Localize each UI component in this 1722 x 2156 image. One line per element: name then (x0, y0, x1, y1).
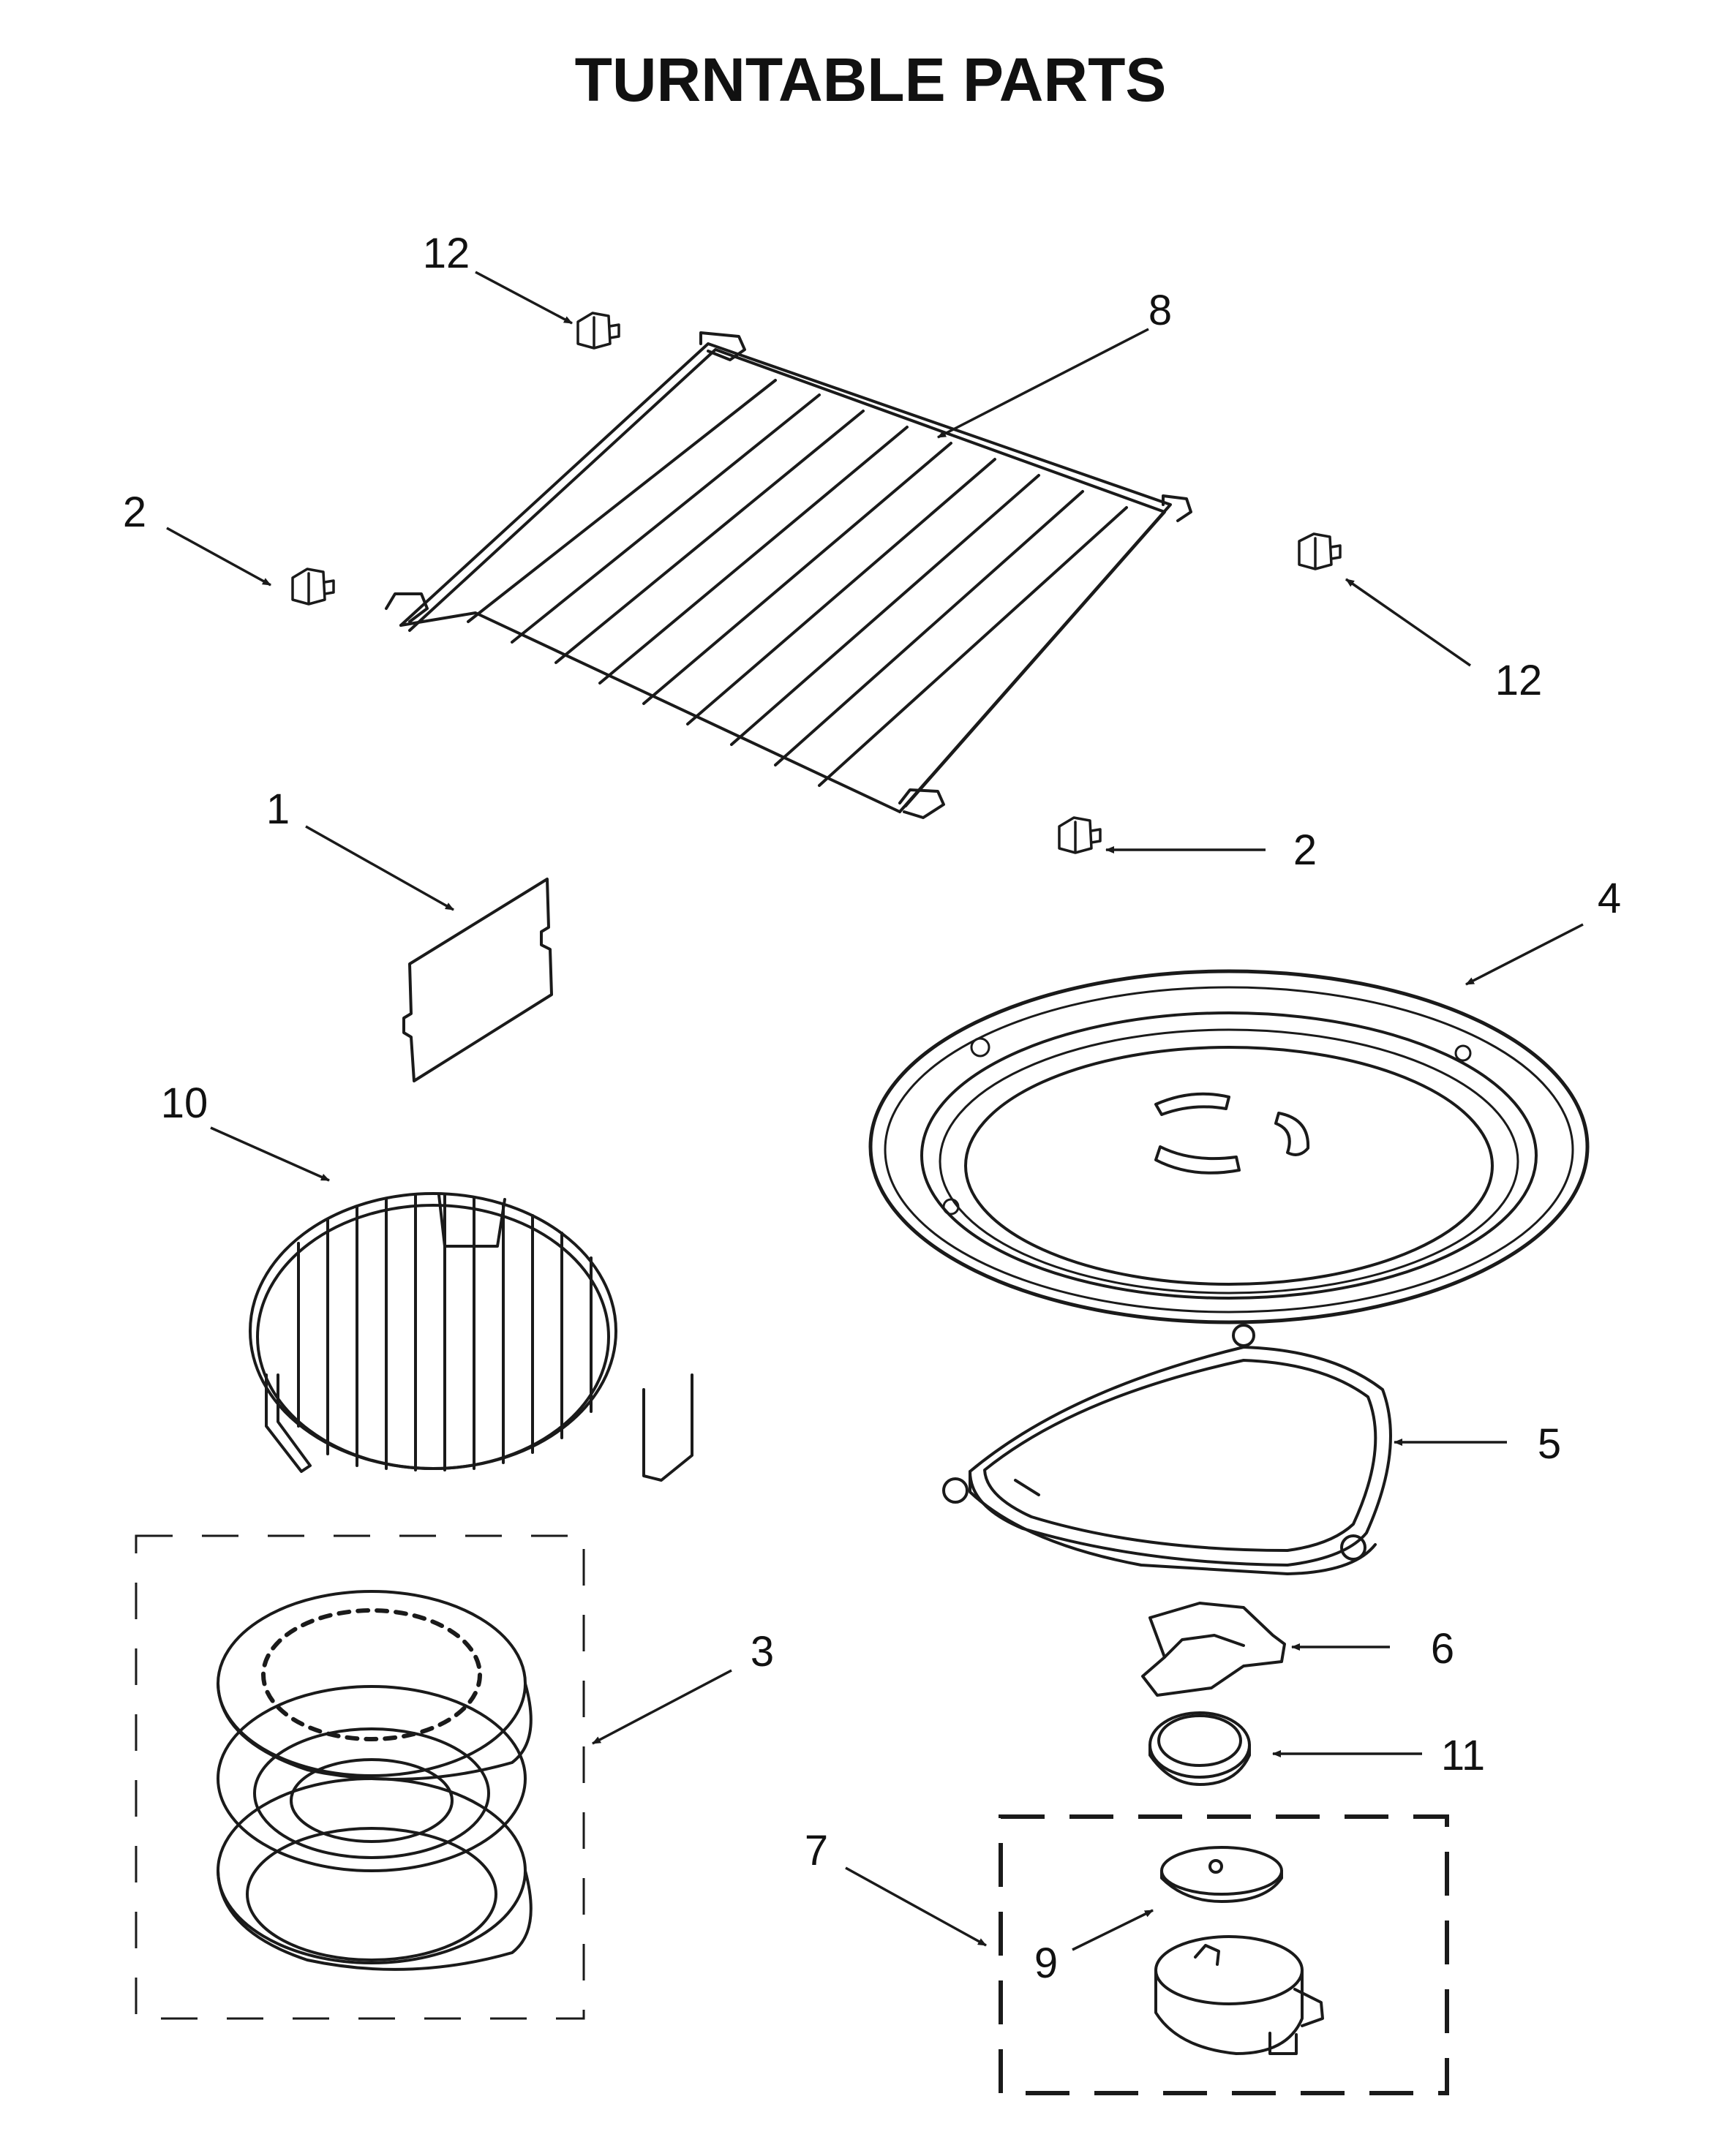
callout-7: 7 (805, 1827, 828, 1874)
callout-10: 10 (161, 1079, 208, 1127)
leader-lines (166, 271, 1584, 1951)
shield-plate-icon (402, 878, 553, 1082)
coupler-icon (1141, 1602, 1286, 1697)
callout-9: 9 (1034, 1940, 1058, 1987)
motor-cover-icon (1160, 1846, 1283, 1903)
page-title: TURNTABLE PARTS (575, 45, 1167, 114)
motor-body-icon (1154, 1935, 1324, 2055)
callout-12-right: 12 (1495, 657, 1543, 704)
callout-2-right: 2 (1293, 826, 1317, 874)
rack-support-clip-icon (576, 312, 620, 350)
rack-support-clip-icon (291, 568, 335, 606)
wire-rack-icon (385, 331, 1192, 819)
callout-8: 8 (1148, 287, 1172, 334)
callout-3: 3 (751, 1628, 774, 1676)
callout-6: 6 (1431, 1625, 1454, 1673)
bushing-ring-icon (1148, 1711, 1251, 1786)
rack-support-clip-icon (1058, 816, 1102, 854)
rack-support-clip-icon (1298, 532, 1342, 570)
crisper-pan-icon (135, 1534, 585, 2020)
round-rack-icon (249, 1192, 693, 1482)
roller-ring-icon (942, 1324, 1392, 1575)
motor-assembly-icon (999, 1814, 1449, 2095)
callout-11: 11 (1441, 1732, 1485, 1779)
turntable-tray-icon (868, 969, 1590, 1324)
callout-1: 1 (266, 785, 290, 833)
callout-labels: 12 8 2 12 1 2 4 10 5 3 6 11 7 9 (123, 230, 1621, 1987)
callout-12-top: 12 (423, 230, 470, 277)
callout-5: 5 (1538, 1420, 1561, 1468)
callout-4: 4 (1598, 875, 1621, 922)
callout-2-left: 2 (123, 489, 146, 536)
